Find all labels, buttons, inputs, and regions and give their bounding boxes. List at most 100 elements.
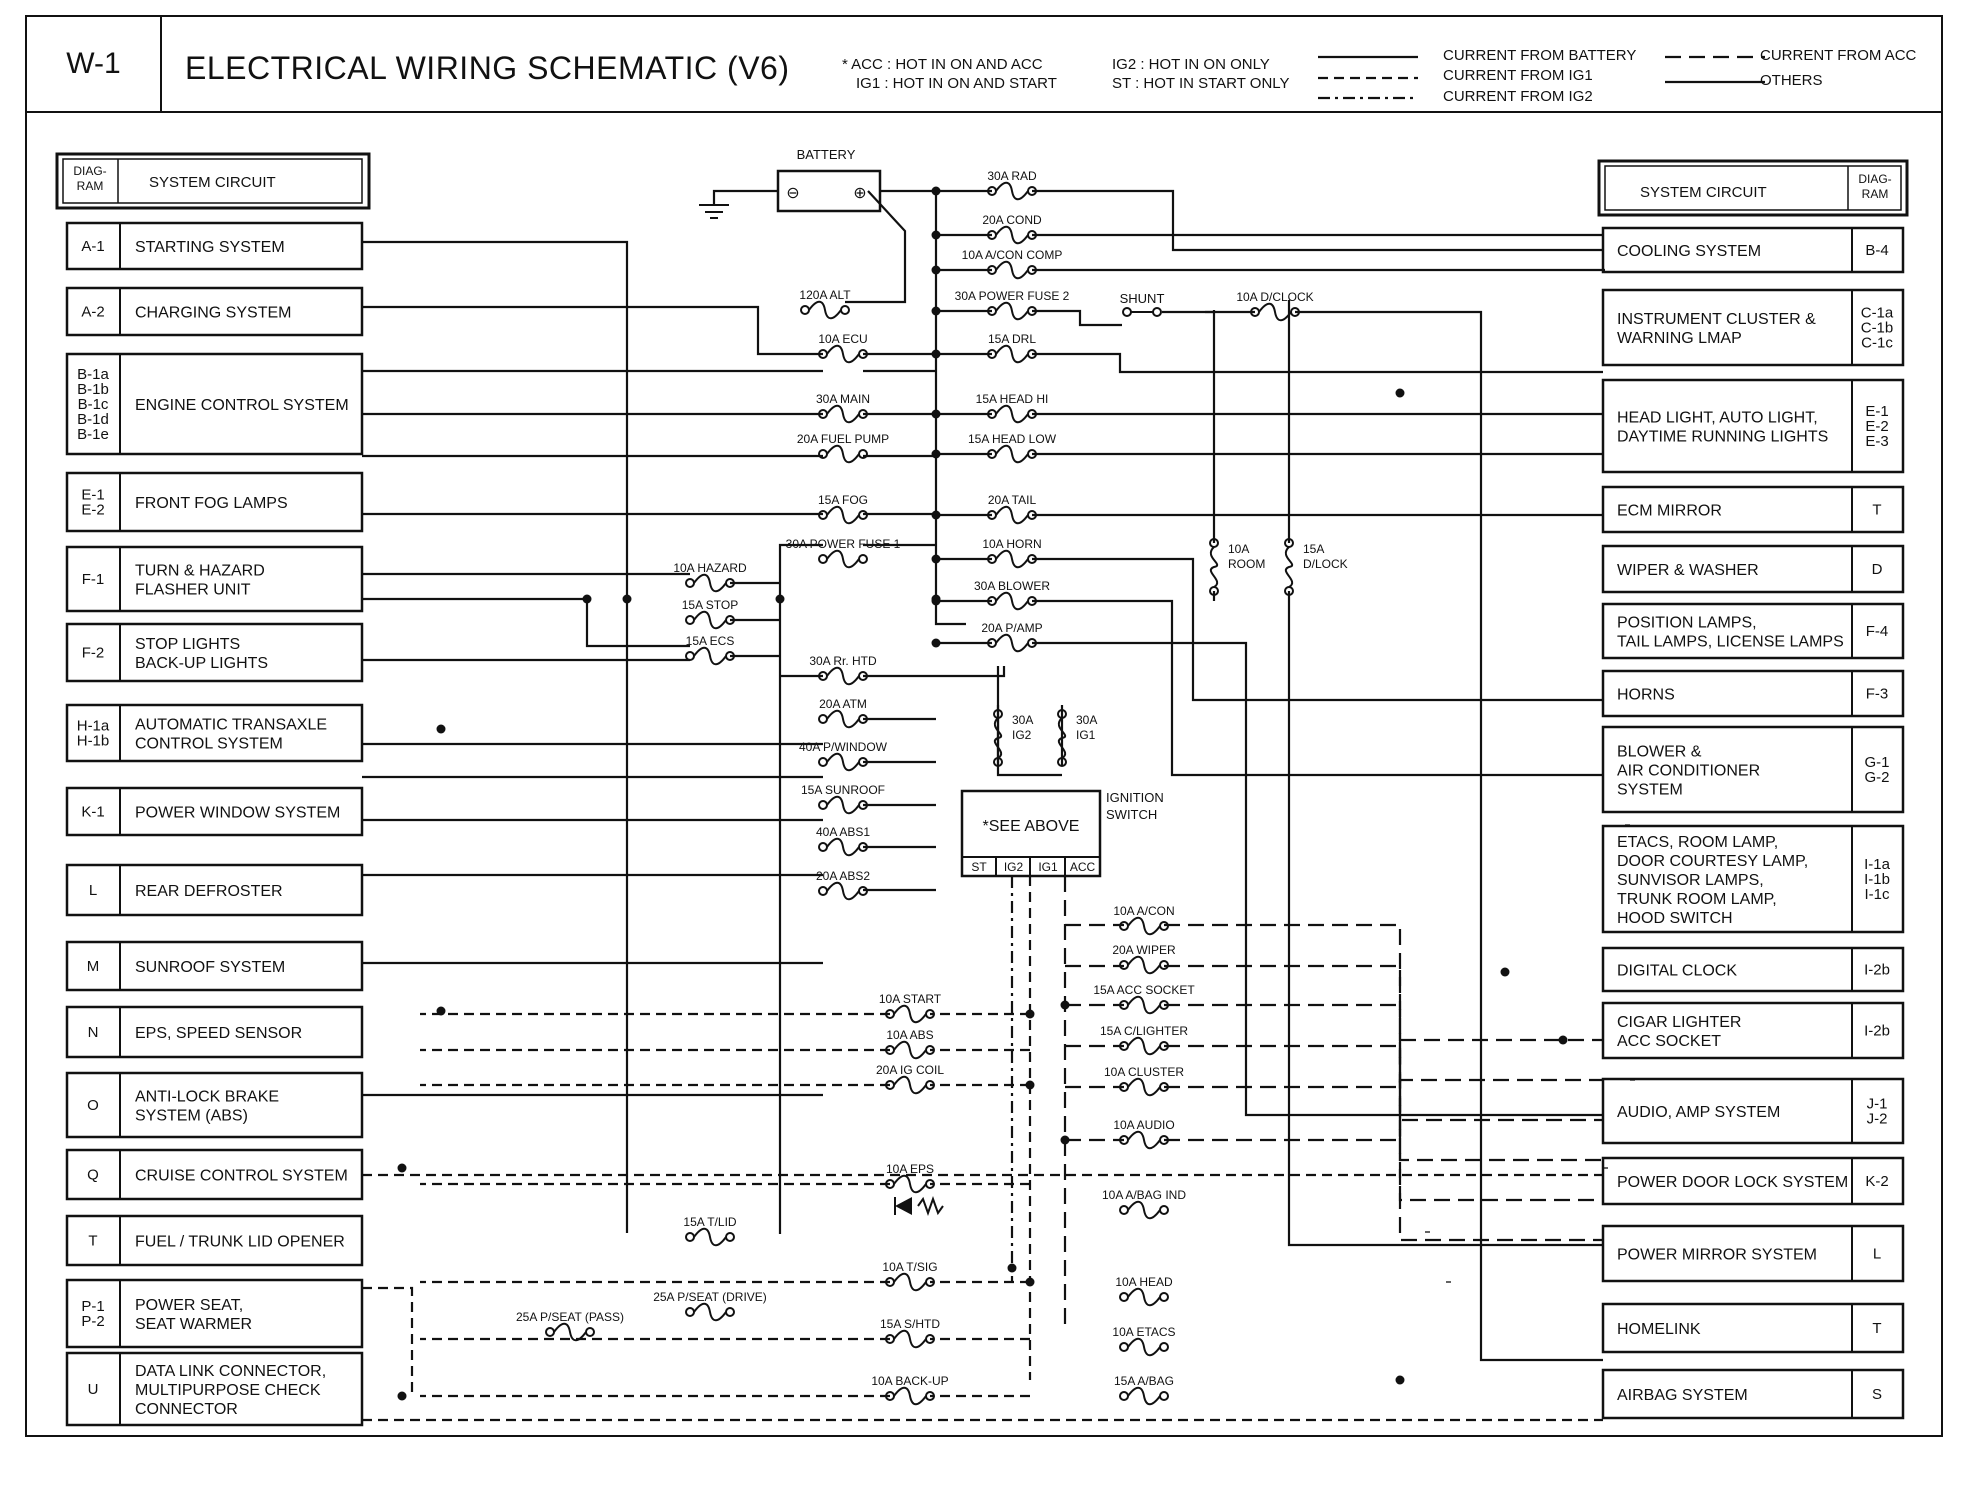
left-system-row-7 [65, 786, 364, 837]
fuse-25 [818, 795, 868, 815]
left-system-row-10 [65, 1005, 364, 1059]
fuse-element [1127, 1077, 1161, 1097]
left-system-name: SUNROOF SYSTEM [135, 959, 285, 976]
fuse-element [995, 301, 1029, 321]
fuse-label: 10A ETACS [1112, 1325, 1175, 1339]
junction-dot [436, 1006, 446, 1016]
power-note-acc: * ACC : HOT IN ON AND ACC [842, 56, 1043, 73]
fuse-terminal [800, 305, 810, 315]
fuse-15 [818, 549, 868, 569]
wire [1032, 641, 1603, 1117]
fuse-44 [885, 1272, 935, 1292]
junction-dot [931, 449, 941, 459]
right-system-row-1 [1601, 288, 1905, 367]
fuse-element [893, 1272, 927, 1292]
fuse-element [995, 260, 1029, 280]
left-diag-header: DIAG-RAM [73, 164, 106, 193]
fuse-element [826, 795, 860, 815]
fuse-30 [1209, 538, 1219, 596]
fuse-label: 10A A/BAG IND [1102, 1188, 1186, 1202]
right-system-row-5 [1601, 602, 1905, 660]
fuse-label: 10A A/CON COMP [962, 248, 1063, 262]
fuse-12 [987, 444, 1037, 464]
fuse-label: 10A HAZARD [673, 561, 747, 575]
left-system-row-5 [65, 622, 364, 683]
fuse-35 [1119, 1036, 1169, 1056]
wire [1164, 1078, 1603, 1089]
fuse-label: 10A ABS [886, 1028, 933, 1042]
right-panel-header [1597, 159, 1909, 217]
wire [1164, 1003, 1603, 1162]
right-system-code: I-2b [1864, 962, 1890, 979]
right-system-box [1601, 288, 1905, 367]
fuse-terminal [818, 886, 828, 896]
fuse-element [995, 549, 1029, 569]
fuse-element [893, 1386, 927, 1406]
legend-ig1-label: CURRENT FROM IG1 [1443, 67, 1593, 84]
fuse-terminal [545, 1327, 555, 1337]
fuse-23 [818, 709, 868, 729]
junction-dot [1395, 388, 1405, 398]
fuse-43 [685, 1227, 735, 1247]
fuse-label: 25A P/SEAT (DRIVE) [653, 1290, 767, 1304]
fuse-element [808, 300, 842, 320]
fuse-label: 20A TAIL [988, 493, 1037, 507]
left-system-name: POWER SEAT,SEAT WARMER [135, 1297, 252, 1333]
fuse-terminal [685, 651, 695, 661]
fuse-label: 20A IG COIL [876, 1063, 944, 1077]
fuse-element [995, 591, 1029, 611]
fuse-label: 20A COND [982, 213, 1042, 227]
fuse-terminal [725, 1232, 735, 1242]
fuse-element [1127, 995, 1161, 1015]
junction-dot [931, 594, 941, 604]
battery-label: BATTERY [797, 147, 856, 162]
fuse-7 [818, 344, 868, 364]
fuse-element [1127, 916, 1161, 936]
fuse-label: 30A MAIN [816, 392, 870, 406]
right-system-row-2 [1601, 378, 1905, 474]
fuse-label: 15A SUNROOF [801, 783, 885, 797]
right-system-row-3 [1601, 485, 1905, 534]
right-system-name: COOLING SYSTEM [1617, 243, 1761, 260]
ignition-terminal-ig1: IG1 [1038, 860, 1058, 874]
fuse-element [826, 837, 860, 857]
fuse-label: 10A CLUSTER [1104, 1065, 1184, 1079]
fuse-terminal [858, 554, 868, 564]
sheet-id: W-1 [27, 17, 162, 111]
fuse-40 [885, 1075, 935, 1095]
junction-dot [1025, 1277, 1035, 1287]
fuse-element [1127, 1130, 1161, 1150]
wire [362, 305, 823, 356]
junction-dot [931, 638, 941, 648]
right-system-row-12 [1601, 1156, 1905, 1206]
right-system-code: I-2b [1864, 1023, 1890, 1040]
junction-dot [1060, 1000, 1070, 1010]
junction-dot [1558, 1035, 1568, 1045]
fuse-label: 10A D/CLOCK [1236, 290, 1313, 304]
left-system-code: O [87, 1097, 99, 1114]
fuse-2 [987, 260, 1037, 280]
left-system-code: M [87, 958, 100, 975]
fuse-label: 40A P/WINDOW [799, 740, 888, 754]
right-system-box [1601, 669, 1905, 718]
fuse-34 [1119, 995, 1169, 1015]
fuse-element [1127, 1337, 1161, 1357]
legend-acc-label: CURRENT FROM ACC [1760, 47, 1917, 64]
shunt-terminal [1152, 307, 1162, 317]
junction-dot [931, 554, 941, 564]
left-system-name: CHARGING SYSTEM [135, 305, 291, 322]
legend-others-label: OTHERS [1760, 72, 1823, 89]
fuse-label: 15A C/LIGHTER [1100, 1024, 1188, 1038]
fuse-20 [685, 646, 735, 666]
left-system-row-1 [65, 286, 364, 337]
fuse-42 [1119, 1200, 1169, 1220]
fuse-terminal [1159, 1205, 1169, 1215]
fuse-terminal [1119, 1342, 1129, 1352]
junction-dot [931, 186, 941, 196]
right-system-row-14 [1601, 1302, 1905, 1354]
